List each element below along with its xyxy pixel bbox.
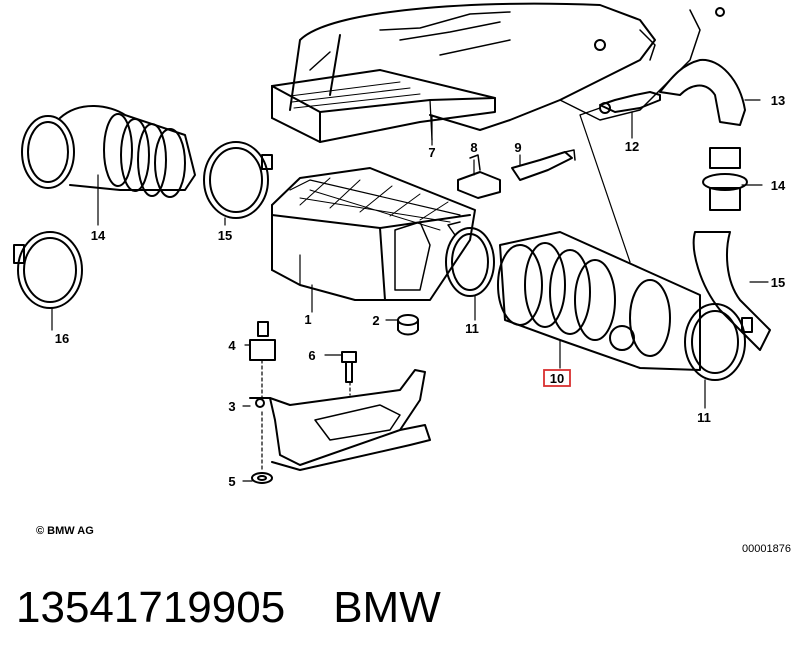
callout-8[interactable]: 8: [470, 140, 477, 155]
callout-labels: 14 15 16 7 8 9 12 13 14 15 1 2 11 10 11 …: [55, 93, 786, 489]
part-18-clamp: [13, 231, 83, 309]
part-9-plug: [511, 149, 576, 181]
callout-18[interactable]: 16: [55, 331, 69, 346]
callout-14[interactable]: 14: [771, 178, 786, 193]
part-6-bolt: [341, 351, 357, 383]
part-7-cover: [271, 69, 496, 143]
copyright-notice: © BMW AG: [36, 525, 94, 537]
brand-name: BMW: [333, 583, 441, 632]
callout-11-right[interactable]: 11: [697, 410, 711, 425]
part-1-air-filter-housing: [271, 167, 476, 301]
caption: 13541719905 BMW: [16, 583, 441, 633]
callout-10[interactable]: 10: [550, 371, 564, 386]
part-10-intake-boot: [497, 231, 701, 371]
callout-9[interactable]: 9: [514, 140, 521, 155]
part-14-fitting: [702, 147, 748, 211]
parts-diagram: 14 15 16 7 8 9 12 13 14 15 1 2 11 10 11 …: [13, 2, 786, 489]
callout-6[interactable]: 6: [308, 348, 315, 363]
part-2-grommet: [397, 314, 419, 336]
part-4-mount: [249, 321, 276, 361]
leader-lines: [51, 99, 769, 482]
callout-2[interactable]: 2: [372, 313, 379, 328]
callout-15[interactable]: 15: [771, 275, 785, 290]
part-number: 13541719905: [16, 583, 286, 632]
callout-4[interactable]: 4: [228, 338, 236, 353]
part-5-washer: [251, 472, 273, 484]
part-8-connector: [457, 154, 501, 199]
callout-3[interactable]: 3: [228, 399, 235, 414]
figure-number: 00001876: [742, 543, 791, 555]
part-11-clamp-left: [445, 221, 495, 297]
callout-7[interactable]: 7: [428, 145, 435, 160]
part-16-rubber-boot: [21, 105, 196, 198]
engine-cover: [289, 2, 725, 131]
part-13-hose: [659, 58, 746, 126]
callout-11-left[interactable]: 11: [465, 321, 479, 336]
callout-12[interactable]: 12: [625, 139, 639, 154]
part-12-valve: [599, 91, 661, 114]
highlight-box: [543, 369, 571, 387]
callout-16[interactable]: 14: [91, 228, 106, 243]
part-3-bracket: [249, 369, 431, 471]
callout-1[interactable]: 1: [304, 312, 311, 327]
callout-13[interactable]: 13: [771, 93, 785, 108]
callout-17[interactable]: 15: [218, 228, 232, 243]
part-17-hose-clamp: [203, 141, 273, 219]
callout-5[interactable]: 5: [228, 474, 235, 489]
part-11-clamp-right: [684, 303, 753, 381]
part-15-hose: [692, 231, 771, 351]
